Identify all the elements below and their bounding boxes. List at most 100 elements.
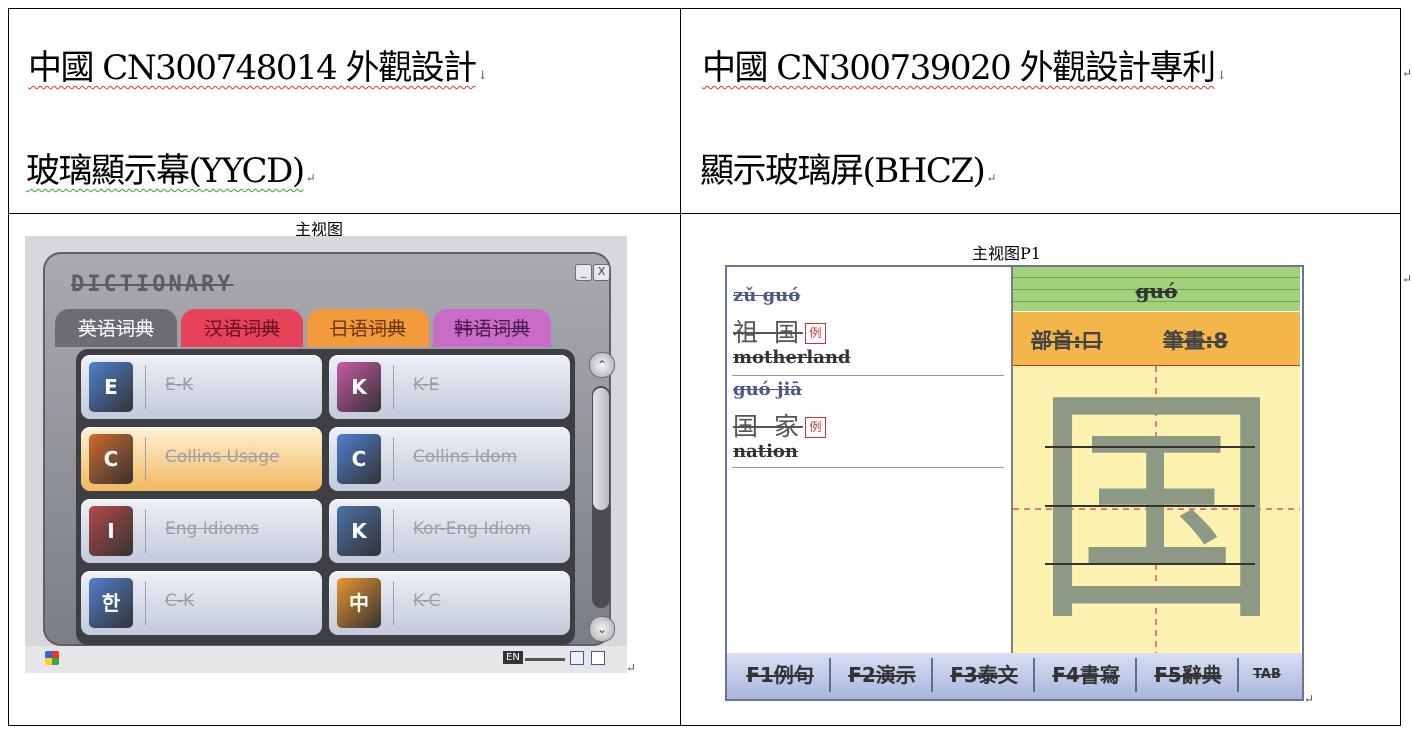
function-key-bar: F1例句 F2演示 F3泰文 F4書寫 F5辭典 TAB [727,653,1302,699]
dictionary-item-e-k[interactable]: E E-K [81,355,322,419]
dictionary-item-label: E-K [165,375,194,395]
tile-separator [393,509,394,553]
writing-guide-grid [1013,366,1300,653]
f2-demo-button[interactable]: F2演示 [833,658,933,692]
left-header-line1: 中國 CN300748014 外觀設計↓ [28,40,488,89]
entry-hanzi-row[interactable]: 祖 国例 [733,313,826,349]
f3-thai-button[interactable]: F3泰文 [935,658,1035,692]
collins-book-icon: C [89,434,133,484]
right-figure-caption: 主视图P1 [972,244,1041,263]
scroll-down-icon[interactable]: ⌄ [589,616,615,642]
example-badge-icon[interactable]: 例 [804,323,826,344]
table-border-middle [8,213,1401,214]
kor-eng-book-icon: K [337,506,381,556]
dictionary-window: DICTIONARY _ X 英语词典 汉语词典 日语词典 韩语词典 E E-K… [43,252,615,646]
hanzi-screenshot: zǔ guó 祖 国例 motherland guó jiā 国 家例 nati… [725,265,1304,701]
cell-end-mark-icon: ↵ [626,661,637,675]
f4-writing-button[interactable]: F4書寫 [1037,658,1137,692]
f1-example-button[interactable]: F1例句 [731,658,831,692]
tile-separator [145,509,146,553]
dictionary-item-k-e[interactable]: K K-E [329,355,570,419]
book-ek-icon: E [89,362,133,412]
tab-japanese-dictionary[interactable]: 日语词典 [307,309,429,347]
table-border-center [680,8,681,726]
close-button[interactable]: X [593,264,610,281]
book-kc-icon: 中 [337,578,381,628]
right-header-line2-text: 顯示玻璃屏(BHCZ) [700,151,986,191]
writing-canvas[interactable]: 国 [1013,366,1300,653]
dictionary-item-kor-eng-idiom[interactable]: K Kor-Eng Idiom [329,499,570,563]
tile-separator [393,365,394,409]
dictionary-list-panel: E E-K K K-E C Collins Usage C Collins Id… [76,349,575,645]
paragraph-mark-icon: ↵ [986,171,997,185]
dictionary-item-label: C-K [165,591,195,611]
strike-line [1045,446,1255,448]
idioms-book-icon: I [89,506,133,556]
taskbar: EN [25,646,627,673]
word-list-pane: zǔ guó 祖 国例 motherland guó jiā 国 家例 nati… [727,267,1010,653]
tile-separator [145,365,146,409]
table-border-right [1400,8,1401,726]
dictionary-item-k-c[interactable]: 中 K-C [329,571,570,635]
dictionary-screenshot: DICTIONARY _ X 英语词典 汉语词典 日语词典 韩语词典 E E-K… [25,236,627,673]
tab-english-dictionary[interactable]: 英语词典 [55,309,177,347]
strokes-label: 筆畫:8 [1163,329,1229,353]
right-header-line1-text: 中國 CN300739020 外觀設計專利 [702,48,1216,88]
entry-hanzi-row[interactable]: 国 家例 [733,407,826,443]
header-stripe [1013,277,1300,278]
dictionary-item-label: Kor-Eng Idiom [413,519,531,539]
language-indicator[interactable]: EN [503,651,523,664]
tray-pen-icon[interactable] [570,651,584,665]
windows-logo-icon[interactable] [45,651,59,665]
strike-line [1045,505,1255,507]
scroll-up-icon[interactable]: ⌃ [589,352,615,378]
tab-korean-dictionary[interactable]: 韩语词典 [433,309,551,347]
entry-english: motherland [733,347,851,368]
left-header-line1-text: 中國 CN300748014 外觀設計 [28,48,477,88]
dictionary-item-label: K-E [413,375,440,395]
tile-separator [145,581,146,625]
header-stripe [1013,289,1300,290]
table-border-left [8,8,9,726]
vertical-scrollbar[interactable]: ⌃ ⌄ [587,352,617,642]
header-stripe [1013,301,1300,302]
radical-label: 部首:口 [1031,329,1103,353]
tray-window-icon[interactable] [591,651,605,665]
entry-divider [732,375,1004,376]
tray-bar-icon [525,658,565,661]
entry-hanzi: 祖 国 [733,318,803,347]
right-header-line2: 顯示玻璃屏(BHCZ)↵ [700,143,996,192]
dictionary-item-c-k[interactable]: 한 C-K [81,571,322,635]
dictionary-item-collins-idom[interactable]: C Collins Idom [329,427,570,491]
entry-pinyin: guó jiā [733,379,802,400]
dictionary-item-eng-idioms[interactable]: I Eng Idioms [81,499,322,563]
pinyin-header: guó [1135,279,1178,303]
dictionary-item-collins-usage[interactable]: C Collins Usage [81,427,322,491]
book-ke-icon: K [337,362,381,412]
scroll-thumb[interactable] [593,388,609,510]
left-figure-caption: 主视图 [295,220,344,239]
entry-divider [732,467,1004,468]
tab-chinese-dictionary[interactable]: 汉语词典 [181,309,303,347]
tab-button[interactable]: TAB [1253,667,1281,682]
f5-dictionary-button[interactable]: F5辭典 [1139,658,1239,692]
cell-end-mark-icon: ↵ [1402,272,1412,286]
pinyin-header-bar: guó [1013,267,1300,311]
big-character: 国 [1031,364,1282,655]
right-header-line1: 中國 CN300739020 外觀設計專利↓ [702,40,1227,89]
dictionary-item-label: K-C [413,591,441,611]
dictionary-item-label: Collins Usage [165,447,280,467]
dictionary-item-label: Collins Idom [413,447,518,467]
collins-book-icon: C [337,434,381,484]
radical-strokes-bar: 部首:口 筆畫:8 [1013,312,1300,366]
cell-end-mark-icon: ↵ [1402,66,1412,80]
pane-separator [1011,267,1013,653]
example-badge-icon[interactable]: 例 [804,417,826,438]
minimize-button[interactable]: _ [575,264,592,281]
entry-pinyin: zǔ guó [733,285,801,306]
paragraph-mark-icon: ↓ [477,68,488,82]
strike-line [1045,563,1255,565]
book-ck-icon: 한 [89,578,133,628]
tile-separator [145,437,146,481]
tile-separator [393,437,394,481]
